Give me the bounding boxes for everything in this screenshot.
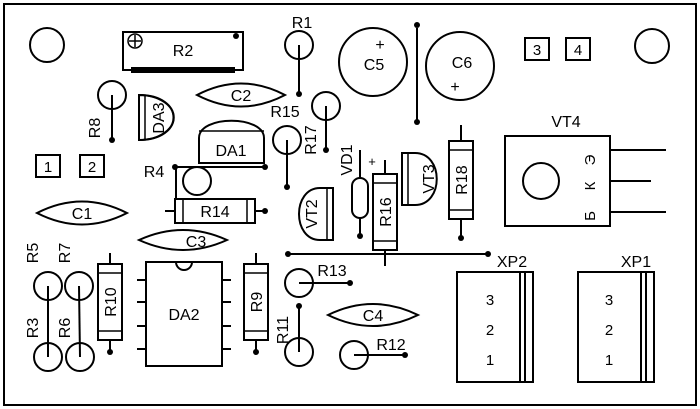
xp2-pin-2: 2 <box>486 322 494 339</box>
vd1-diode: VD1 + <box>339 144 376 239</box>
r2-label: R2 <box>173 43 194 60</box>
vt3-transistor: VT3 <box>401 152 438 206</box>
mounting-hole <box>29 27 65 63</box>
c6-capacitor: C6 + <box>414 22 495 125</box>
r4-resistor: R4 <box>144 164 268 196</box>
vt4-pin-e: Э <box>582 154 599 165</box>
vt4-label: VT4 <box>551 114 580 131</box>
c1-capacitor: C1 <box>34 200 130 226</box>
r8-resistor: R8 <box>87 80 127 143</box>
r1-label: R1 <box>292 15 313 32</box>
r18-label: R18 <box>454 165 471 194</box>
r14-label: R14 <box>200 204 229 221</box>
r16-label: R16 <box>378 197 395 226</box>
xp2-pin-1: 1 <box>486 352 494 369</box>
xp2-label: XP2 <box>497 254 527 271</box>
r9-resistor: R9 <box>243 253 269 355</box>
vt2-label: VT2 <box>304 199 321 228</box>
r9-label: R9 <box>249 292 266 313</box>
r12-resistor: R12 <box>339 337 408 370</box>
da1-chip: DA1 <box>198 119 265 164</box>
c4-label: C4 <box>363 308 384 325</box>
r11-resistor: R11 <box>275 303 314 367</box>
da3-label: DA3 <box>151 102 168 133</box>
xp1-label: XP1 <box>621 254 651 271</box>
vt4-pin-b: Б <box>582 211 599 221</box>
r14-resistor: R14 <box>165 167 268 224</box>
r8-label: R8 <box>87 118 104 139</box>
da3-chip: DA3 <box>138 93 175 142</box>
c6-label: C6 <box>452 55 473 72</box>
c3-capacitor: C3 <box>136 229 230 251</box>
vt4-pin-k: К <box>582 181 599 190</box>
r7-resistor: R7 <box>57 243 94 301</box>
mounting-hole <box>634 28 670 64</box>
c5-plus: + <box>375 37 384 54</box>
da1-label: DA1 <box>215 143 246 160</box>
pad-1-label: 1 <box>44 159 52 176</box>
xp2-connector: XP2 3 2 1 <box>456 254 534 383</box>
vd1-label: VD1 <box>339 144 356 175</box>
r12-label: R12 <box>376 337 405 354</box>
pad-3 <box>524 37 550 61</box>
r1-resistor: R1 <box>284 15 314 97</box>
r13-label: R13 <box>317 263 346 280</box>
da2-label: DA2 <box>168 307 199 324</box>
c1-label: C1 <box>72 206 93 223</box>
r2-trimmer: R2 <box>122 31 244 73</box>
pad-3-label: 3 <box>533 42 541 59</box>
r10-label: R10 <box>103 287 120 316</box>
r6-label: R6 <box>57 318 74 339</box>
pad-2 <box>79 154 105 178</box>
pad-4-label: 4 <box>574 42 582 59</box>
c5-label: C5 <box>364 57 385 74</box>
board-outline <box>3 3 697 406</box>
xp2-pin-3: 3 <box>486 292 494 309</box>
xp1-pin-3: 3 <box>605 292 613 309</box>
pad-4 <box>565 37 591 61</box>
r11-label: R11 <box>275 316 292 344</box>
da2-chip: DA2 <box>137 261 231 367</box>
c2-label: C2 <box>231 88 252 105</box>
r15-label: R15 <box>270 104 299 121</box>
c2-capacitor: C2 <box>194 82 288 108</box>
r16-resistor: R16 <box>372 160 398 266</box>
pad-1 <box>35 154 61 178</box>
r7-r6-link <box>78 285 81 358</box>
r17-label: R17 <box>303 125 320 154</box>
r5-label: R5 <box>25 243 42 264</box>
c4-capacitor: C4 <box>325 303 421 327</box>
r18-resistor: R18 <box>448 125 474 241</box>
r13-resistor: R13 <box>284 263 353 298</box>
r15-resistor: R15 <box>270 104 302 190</box>
xp1-pin-2: 2 <box>605 322 613 339</box>
r17-resistor: R17 <box>303 91 341 155</box>
r6-resistor: R6 <box>57 318 95 372</box>
xp1-pin-1: 1 <box>605 352 613 369</box>
c6-plus: + <box>450 79 459 96</box>
pad-2-label: 2 <box>88 159 96 176</box>
vt2-transistor: VT2 <box>298 187 334 241</box>
vd1-plus: + <box>368 154 376 169</box>
c3-label: C3 <box>186 234 207 251</box>
r4-label: R4 <box>144 164 165 181</box>
vt4-transistor: VT4 Э К Б <box>504 114 666 227</box>
vt3-label: VT3 <box>421 164 438 193</box>
wire-jumper <box>285 251 491 257</box>
xp1-connector: XP1 3 2 1 <box>577 254 655 383</box>
r3-label: R3 <box>25 318 42 339</box>
r7-label: R7 <box>57 243 74 264</box>
c5-capacitor: + C5 <box>338 27 408 97</box>
r10-resistor: R10 <box>97 253 123 355</box>
